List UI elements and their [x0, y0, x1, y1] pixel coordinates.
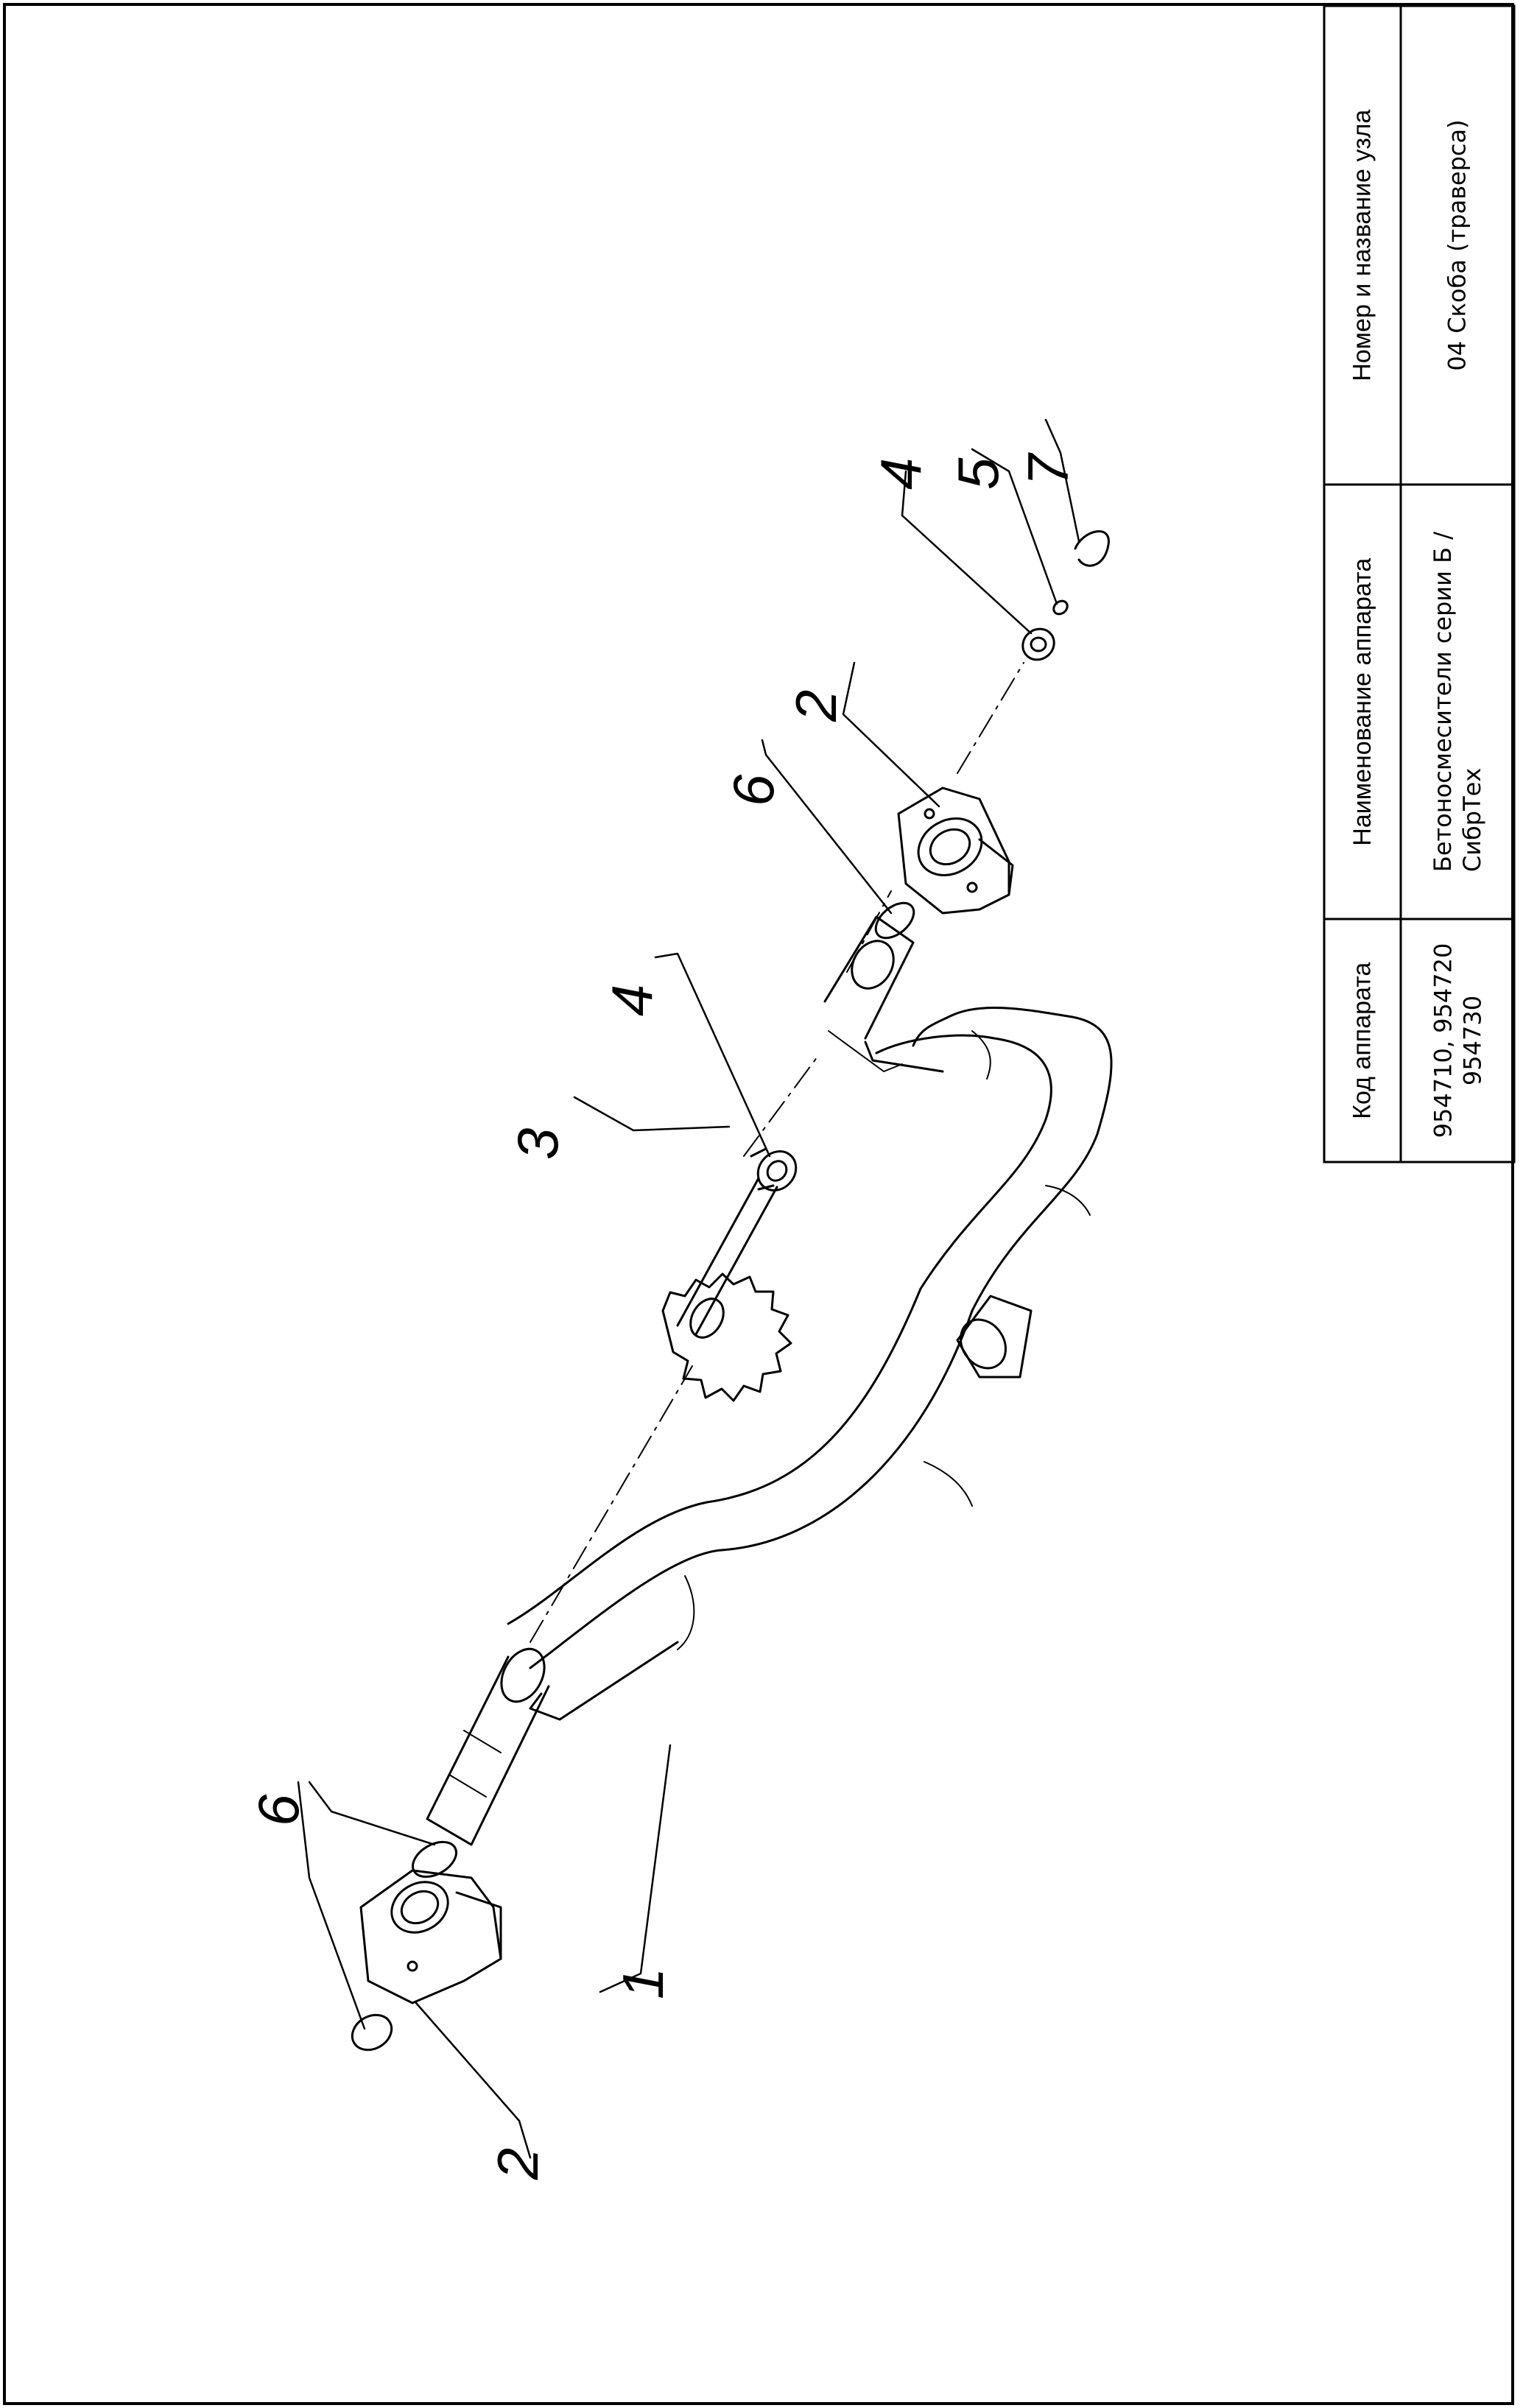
callout-4-middle: 4: [599, 985, 664, 1016]
right-ring: [874, 901, 915, 940]
left-ring-outer: [351, 2013, 393, 2052]
header-name: Наименование аппарата: [1324, 485, 1401, 919]
value-node: 04 Скоба (траверса): [1401, 6, 1514, 485]
header-node: Номер и название узла: [1324, 6, 1401, 485]
retaining-ring: [1074, 530, 1110, 567]
callout-labels: 1 2 2 3 4 4 5 6 6 7: [246, 452, 1080, 2180]
header-code: Код аппарата: [1324, 919, 1401, 1162]
value-name-line2: СибрТех: [1458, 767, 1486, 873]
callout-1: 1: [611, 1968, 675, 1999]
value-node-text: 04 Скоба (траверса): [1443, 119, 1471, 371]
callout-5: 5: [946, 457, 1010, 490]
left-ring-inner: [412, 1840, 457, 1879]
traverse-tube: [426, 915, 1113, 1846]
right-bearing: [1021, 627, 1055, 661]
header-name-text: Наименование аппарата: [1348, 557, 1376, 846]
callout-6-left: 6: [246, 1794, 311, 1826]
right-washer: [1052, 599, 1069, 616]
value-name: Бетоносмесители серии Б / СибрТех: [1401, 485, 1514, 919]
title-block-grid: [1323, 4, 1516, 1163]
value-name-line1: Бетоносмесители серии Б /: [1429, 531, 1457, 873]
value-code: 954710, 954720 954730: [1401, 919, 1514, 1162]
header-node-text: Номер и название узла: [1348, 109, 1376, 381]
value-name-text: Бетоносмесители серии Б / СибрТех: [1428, 532, 1487, 872]
left-housing: [359, 1869, 502, 2004]
value-code-line2: 954730: [1458, 995, 1486, 1086]
gear-shaft: [661, 1177, 792, 1402]
callout-2-left: 2: [485, 2148, 550, 2180]
callout-6-right: 6: [721, 774, 786, 806]
callout-7: 7: [1016, 452, 1080, 486]
callout-4-right: 4: [868, 458, 933, 490]
callout-3: 3: [505, 1128, 570, 1160]
sheet-frame: [3, 3, 1514, 2405]
value-code-line1: 954710, 954720: [1429, 943, 1457, 1138]
middle-bearing: [750, 1147, 798, 1191]
right-housing: [897, 786, 1014, 915]
header-code-text: Код аппарата: [1348, 962, 1376, 1119]
leader-lines: [297, 418, 1080, 2159]
value-code-text: 954710, 954720 954730: [1428, 943, 1487, 1138]
callout-2-right: 2: [784, 690, 848, 722]
